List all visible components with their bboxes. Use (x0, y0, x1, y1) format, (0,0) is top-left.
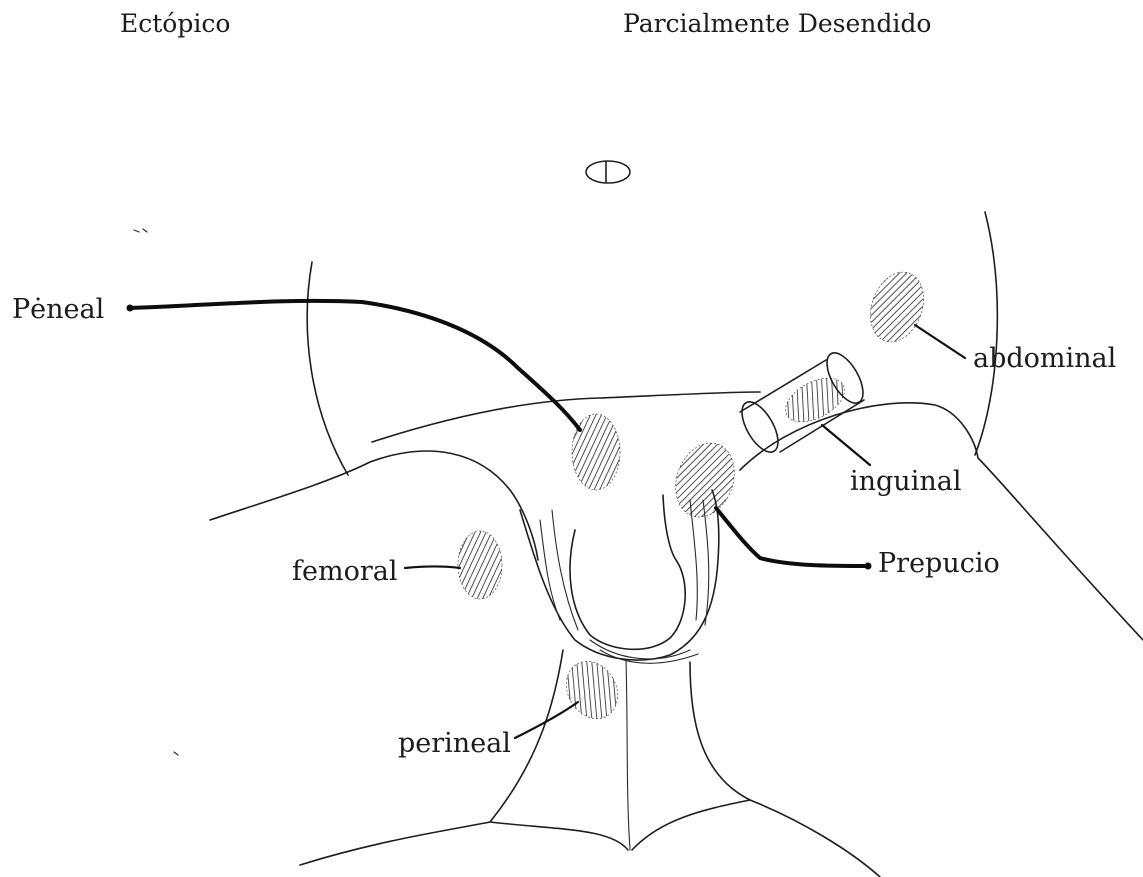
stray-mark (174, 752, 178, 755)
label-inguinal: inguinal (850, 466, 961, 497)
left-buttock (300, 822, 490, 865)
navel-icon (586, 161, 630, 183)
abdominal-leader-line (915, 325, 965, 358)
femoral-spot (458, 531, 502, 599)
perineal-raphe (626, 660, 630, 850)
right-buttock (750, 800, 880, 877)
label-abdominal: abdominal (973, 343, 1116, 374)
inguinal-canal-icon (735, 347, 871, 457)
label-perineal: perineal (398, 728, 511, 759)
label-femoral: femoral (292, 556, 397, 587)
right-abdomen-contour (975, 212, 997, 455)
stray-mark (134, 229, 147, 232)
prepucio-leader-dot (865, 563, 872, 570)
peneal-leader-line (130, 301, 580, 430)
prepucio-leader-line (716, 508, 868, 566)
peneal-spot (572, 414, 620, 490)
abdominal-spot (861, 265, 933, 350)
left-abdomen-contour (307, 262, 348, 475)
femoral-leader-line (405, 567, 460, 569)
inguinal-fold-left (372, 392, 760, 442)
header-ectopic: Ectópico (120, 9, 230, 38)
label-prepucio: Prepucio (878, 548, 1000, 579)
perineum-right (632, 662, 750, 850)
perineal-spot (556, 652, 628, 728)
peneal-leader-dot (127, 305, 134, 312)
header-partially-descended: Parcialmente Desendido (623, 9, 931, 38)
inguinal-leader-line (822, 425, 870, 465)
prepucio-spot (666, 435, 745, 526)
genital-outline (520, 490, 719, 663)
label-peneal: Pėneal (12, 294, 104, 325)
